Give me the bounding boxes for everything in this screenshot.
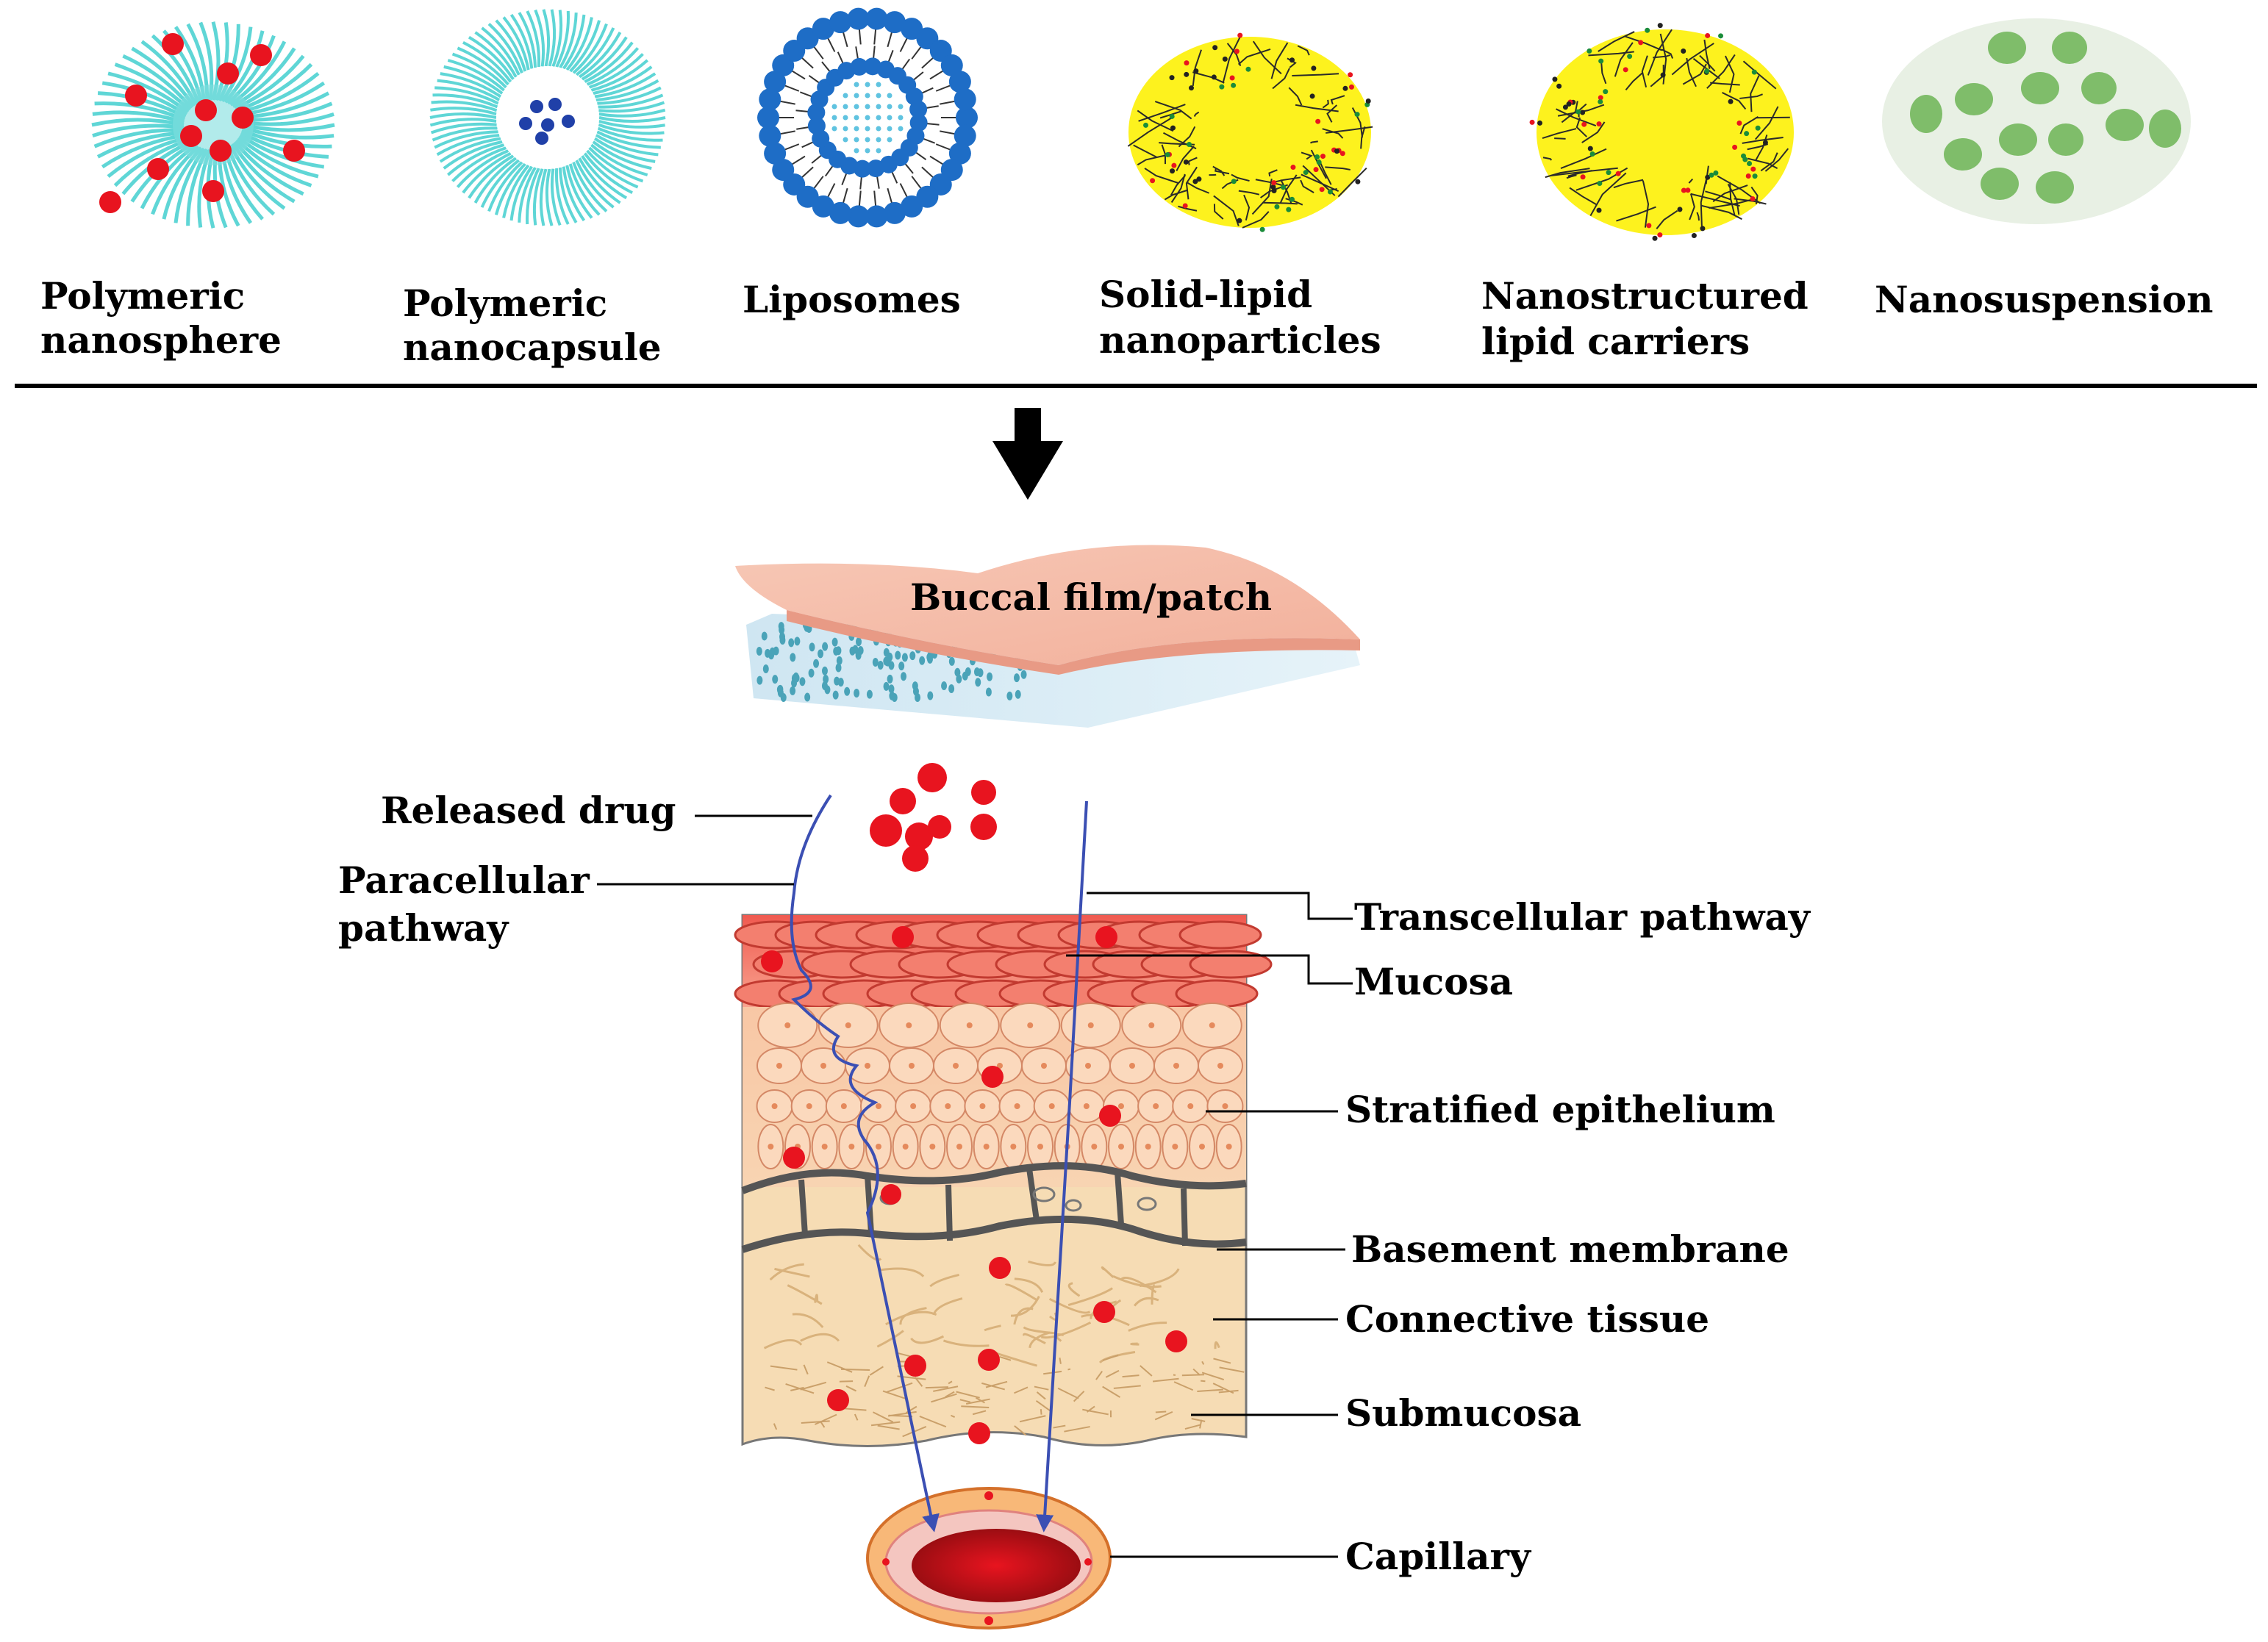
carrier-label-line2: nanocapsule [403,326,662,369]
solid-lipid-nanoparticle-icon [1127,32,1373,232]
basement-membrane-label: Basement membrane [1351,1227,1789,1271]
carrier-label-polymeric-nanosphere: Polymeric nanosphere [40,274,282,362]
carrier-label-line1: Solid-lipid [1099,273,1312,316]
carrier-label-line2: lipid carriers [1481,320,1750,363]
carrier-label-nanosuspension: Nanosuspension [1875,278,2213,321]
nanosuspension-icon [1882,18,2191,224]
polymeric-nanosphere-icon [91,21,335,229]
paracellular-pathway-line [790,794,940,1532]
transcellular-pathway-label: Transcellular pathway [1354,895,1811,939]
basement-membrane-layer [741,1162,1247,1253]
polymeric-nanocapsule-icon [429,9,666,226]
carrier-label-line2: nanoparticles [1099,318,1381,362]
carrier-label-solid-lipid-nanoparticles: Solid-lipid nanoparticles [1099,273,1381,362]
carrier-label-line1: Polymeric [40,274,245,318]
buccal-film-label: Buccal film/patch [910,576,1272,619]
stratified-epithelium-label: Stratified epithelium [1345,1088,1775,1131]
carrier-label-line2: nanosphere [40,318,282,362]
carrier-label-line1: Polymeric [403,282,607,325]
capillary-label: Capillary [1345,1535,1532,1578]
paracellular-label-line2: pathway [338,906,509,950]
carrier-label-line1: Nanosuspension [1875,278,2213,321]
capillary-vessel [866,1487,1112,1630]
carrier-label-polymeric-nanocapsule: Polymeric nanocapsule [403,282,662,369]
buccal-tissue-block [734,914,1273,1447]
carrier-label-line1: Liposomes [743,278,961,321]
released-drug-label: Released drug [381,789,676,832]
carrier-label-line1: Nanostructured [1481,274,1809,318]
buccal-film-patch [735,545,1360,728]
transcellular-pathway-line [1036,800,1088,1532]
paracellular-label-line1: Paracellular [338,858,590,902]
connective-tissue-label: Connective tissue [1345,1297,1709,1341]
submucosa-label: Submucosa [1345,1391,1581,1435]
nanostructured-lipid-carrier-icon [1529,23,1794,241]
paracellular-pathway-label: Paracellular pathway [338,858,602,950]
down-arrow-icon [992,408,1063,500]
transcellular-leader [1087,892,1353,920]
mucosa-leader [1066,954,1353,985]
liposome-icon [757,7,978,228]
mucosa-label: Mucosa [1354,960,1513,1003]
carrier-label-liposomes: Liposomes [743,278,961,321]
released-drug-particles [761,763,1187,1444]
carrier-label-nanostructured-lipid-carriers: Nanostructured lipid carriers [1481,274,1821,363]
